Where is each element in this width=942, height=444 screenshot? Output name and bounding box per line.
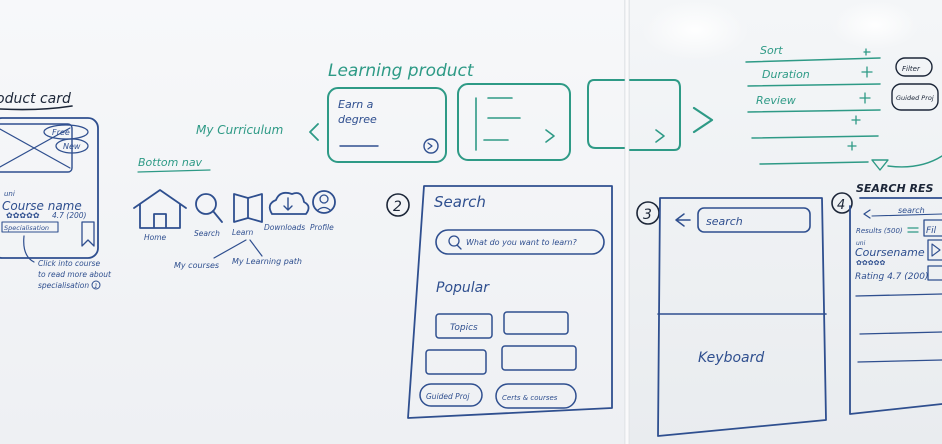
card-note-number: 1 [94,283,98,290]
product-card-sketch: oduct card Free New uni Course name ✿✿✿✿… [0,91,112,290]
learning-card-2 [457,83,571,161]
card-stars: ✿✿✿✿✿ [6,211,40,220]
learning-card-1 [327,87,447,163]
results-uni: uni [856,240,866,247]
card-note-line1: Click into course [38,259,100,268]
nav-home-label: Home [144,233,167,242]
sort-label: Sort [760,44,783,57]
search-results-title: SEARCH RES [856,182,934,195]
badge-new [55,138,89,154]
chip-certs-courses [495,383,577,409]
my-curriculum-label: My Curriculum [196,123,283,137]
search-screen-frame [407,185,613,419]
search-screen-title: Search [434,193,486,211]
product-card-frame [0,117,99,259]
nav-profile-label: Profile [310,223,334,232]
nav-learn-label: Learn [232,228,253,237]
filter-tag-2-label: Guided Proj [896,94,934,102]
search-icon [448,235,460,247]
learn-sub-learning-path: My Learning path [232,257,302,266]
whiteboard-seam [624,0,630,444]
search-icon [195,193,217,215]
learning-card-line2: degree [338,113,377,126]
bookmark-icon [81,221,95,247]
nav-search-label: Search [194,229,220,238]
chevron-right-icon [655,129,665,143]
card-uni: uni [4,190,15,198]
search-keyboard-sketch: 3 search Keyboard [636,197,827,437]
book-icon [233,193,263,223]
chip-certs-label: Certs & courses [502,394,558,402]
card-specialisation-tag [1,221,59,233]
chip-topics-label: Topics [450,323,478,333]
search-results-sketch: 4 SEARCH RES search Results (500) Fil un… [831,182,942,415]
results-course-name: Coursename [855,246,925,259]
screen-2-number: 2 [393,199,402,215]
chip-guided-label: Guided Proj [426,392,470,401]
chevron-left-icon [309,123,319,141]
product-card-title: oduct card [0,91,71,107]
results-rating: Rating 4.7 (200) [855,272,928,282]
chip-empty [425,349,487,375]
search-input-field [697,207,811,233]
chip-guided-projects [419,383,483,407]
badge-free-label: Free [52,128,70,137]
whiteboard-right-panel [628,0,942,444]
search-placeholder: What do you want to learn? [466,238,577,247]
play-icon [931,243,941,257]
card-rating: 4.7 (200) [52,211,87,220]
filter-tag-1 [895,57,933,77]
search-screen-sketch: 2 Search What do you want to learn? Popu… [386,185,613,419]
back-arrow-icon [675,213,691,227]
card-note-line3: specialisation [38,281,89,290]
chip-empty [503,311,569,335]
filter-button-partial: Fil [926,226,937,236]
results-count: Results (500) [856,227,903,235]
keyboard-screen-frame [657,197,827,437]
popular-label: Popular [436,280,490,296]
learning-product-title: Learning product [328,61,475,81]
card-course-name: Course name [2,199,82,213]
profile-icon [312,190,336,214]
card-note-line2: to read more about [38,270,112,279]
chip-topics [435,313,493,339]
keyboard-label: Keyboard [698,350,764,366]
light-glare [830,0,920,50]
badge-new-label: New [63,142,81,151]
results-screen-frame [849,197,942,415]
learn-sub-my-courses: My courses [174,261,219,270]
learning-card-3 [629,79,681,151]
card-specialisation: Specialisation [4,224,49,232]
arrow-right-circle-icon [423,138,439,154]
card-image-placeholder [0,123,73,173]
screen-4-number: 4 [837,198,845,213]
filter-tag-2 [891,83,939,111]
search-input-text: search [706,215,743,228]
sort-filter-sketch: Sort Duration Review Filter Guided Proj [745,44,942,171]
cloud-download-icon [268,191,310,215]
results-search-input: search [898,206,925,215]
back-arrow-icon [863,209,871,219]
screen-3-number: 3 [643,207,652,223]
duration-label: Duration [762,68,810,81]
annotation-arrow [23,235,35,263]
learning-card-line1: Earn a [338,98,374,111]
bottom-nav-sketch: Bottom nav Home Search Learn Downloads P… [133,156,336,270]
learning-product-sketch: Learning product My Curriculum Earn a de… [196,61,714,163]
home-icon [133,189,187,229]
chevron-right-icon [545,129,555,143]
results-stars: ✿✿✿✿✿ [856,259,885,267]
bottom-nav-title: Bottom nav [138,156,203,169]
light-glare [640,0,750,60]
nav-downloads-label: Downloads [264,223,305,232]
chevron-right-icon [692,106,714,134]
search-bar [435,229,605,255]
chip-empty [501,345,577,371]
review-label: Review [756,94,796,107]
filter-tag-1-label: Filter [902,65,921,73]
